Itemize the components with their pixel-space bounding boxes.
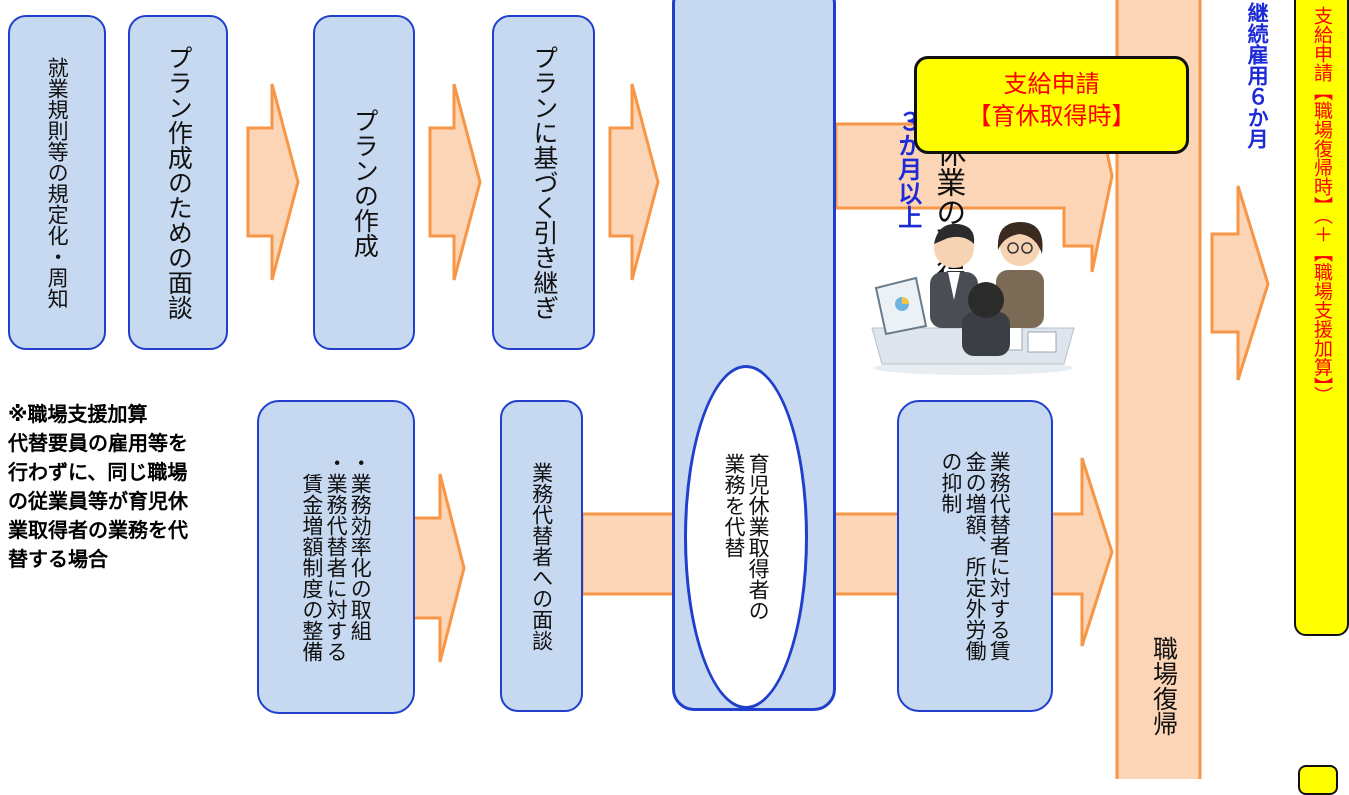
box-substitute-interview-label: 業務代替者への面談 xyxy=(529,461,554,651)
continuous-employment-label: 継続雇用６か月 xyxy=(1245,2,1270,149)
box-substitute-interview: 業務代替者への面談 xyxy=(500,400,583,712)
right-arrow-2 xyxy=(428,83,482,281)
application-return-box-partial xyxy=(1298,765,1338,795)
box-plan-interview-label: プラン作成のための面談 xyxy=(164,45,194,320)
box-plan-interview: プラン作成のための面談 xyxy=(128,15,228,350)
return-to-work-label: 職場復帰 xyxy=(1149,636,1179,736)
office-meeting-illustration xyxy=(871,222,1075,375)
application-return-box: 支給申請【職場復帰時】（＋【職場支援加算】） xyxy=(1294,0,1349,636)
support-note: ※職場支援加算 代替要員の雇用等を 行わずに、同じ職場 の従業員等が育児休 業取… xyxy=(8,400,254,574)
box-wage-increase: 業務代替者に対する賃 金の増額、所定外労働 の抑制 xyxy=(897,400,1053,712)
box-wage-increase-label: 業務代替者に対する賃 金の増額、所定外労働 の抑制 xyxy=(938,451,1012,661)
ellipse-substitute-work: 育児休業取得者の 業務を代替 xyxy=(684,365,808,709)
ellipse-substitute-work-label: 育児休業取得者の 業務を代替 xyxy=(722,453,771,621)
box-efficiency-label: ・業務効率化の取組 ・業務代替者に対する 賃金増額制度の整備 xyxy=(299,452,373,662)
application-leave-line2: 【育休取得時】 xyxy=(967,102,1136,131)
support-note-heading: ※職場支援加算 xyxy=(8,402,148,426)
long-arrow-to-return xyxy=(1048,457,1114,647)
application-leave-line1: 支給申請 xyxy=(1003,70,1100,98)
box-efficiency: ・業務効率化の取組 ・業務代替者に対する 賃金増額制度の整備 xyxy=(257,400,415,714)
box-handover-label: プランに基づく引き継ぎ xyxy=(529,45,559,320)
application-leave-box: 支給申請 【育休取得時】 xyxy=(914,56,1189,154)
box-rules-notice-label: 就業規則等の規定化・周知 xyxy=(45,56,70,309)
right-arrow-continuous xyxy=(1210,185,1270,381)
box-plan-creation: プランの作成 xyxy=(313,15,415,350)
right-arrow-3 xyxy=(608,83,660,281)
support-note-body: 代替要員の雇用等を 行わずに、同じ職場 の従業員等が育児休 業取得者の業務を代 … xyxy=(8,431,188,571)
application-return-label: 支給申請【職場復帰時】（＋【職場支援加算】） xyxy=(1310,6,1333,405)
right-arrow-1 xyxy=(246,83,300,281)
box-handover: プランに基づく引き継ぎ xyxy=(492,15,595,350)
box-rules-notice: 就業規則等の規定化・周知 xyxy=(8,15,106,350)
return-vertical-bar xyxy=(1115,0,1202,779)
box-plan-creation-label: プランの作成 xyxy=(350,107,380,258)
